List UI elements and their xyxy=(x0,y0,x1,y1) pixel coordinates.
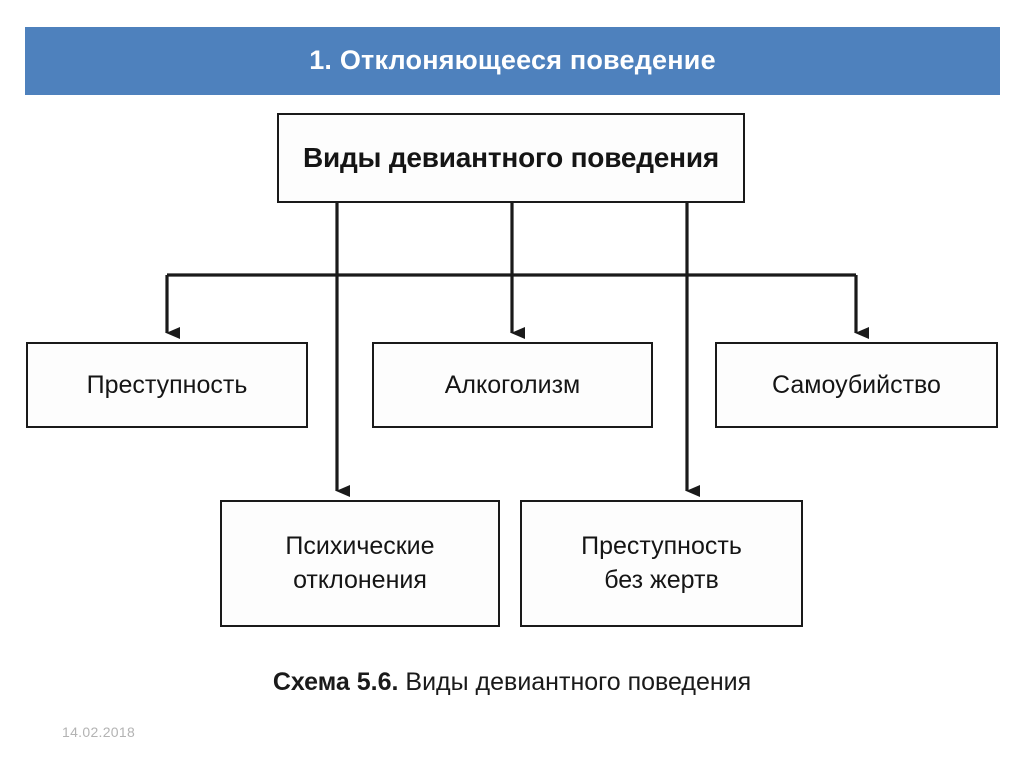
footer-date: 14.02.2018 xyxy=(62,724,136,740)
node-suicide-label: Самоубийство xyxy=(772,370,941,399)
node-alcoholism[interactable]: Алкоголизм xyxy=(372,342,653,428)
flowchart-diagram: Виды девиантного поведения Преступность … xyxy=(0,95,1024,665)
figure-caption-label: Схема 5.6. xyxy=(272,668,399,696)
figure-caption-title: Виды девиантного поведения xyxy=(398,668,752,696)
node-root[interactable]: Виды девиантного поведения xyxy=(277,113,745,203)
node-alcoholism-label: Алкоголизм xyxy=(444,370,581,399)
page-title: 1. Отклоняющееся поведение xyxy=(309,45,716,76)
node-victimless-crime-label: Преступность без жертв xyxy=(581,531,742,594)
node-crime[interactable]: Преступность xyxy=(26,342,308,428)
connector-lines xyxy=(165,203,869,497)
node-mental-deviations[interactable]: Психические отклонения xyxy=(220,500,500,627)
node-root-label: Виды девиантного поведения xyxy=(302,142,720,173)
node-crime-label: Преступность xyxy=(86,370,248,399)
node-victimless-crime[interactable]: Преступность без жертв xyxy=(520,500,803,627)
slide-title-banner: 1. Отклоняющееся поведение xyxy=(25,27,1000,95)
figure-caption: Схема 5.6. Виды девиантного поведения xyxy=(0,668,1024,697)
node-suicide[interactable]: Самоубийство xyxy=(715,342,998,428)
node-mental-deviations-label: Психические отклонения xyxy=(285,531,435,594)
